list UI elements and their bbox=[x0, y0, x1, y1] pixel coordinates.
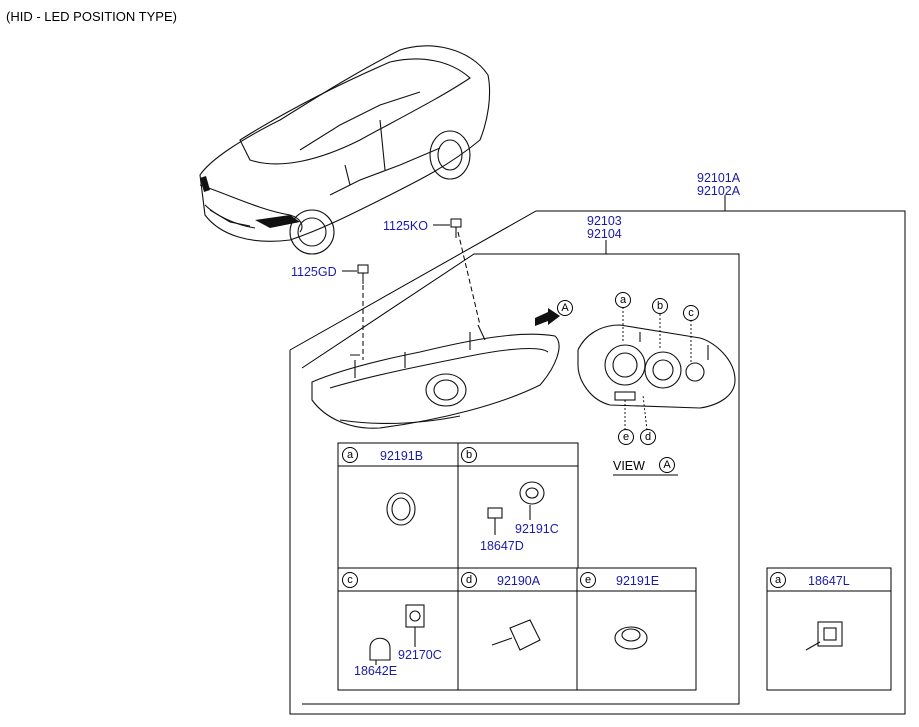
cell-c-part-18642e[interactable]: 18642E bbox=[354, 664, 398, 678]
view-label: VIEW bbox=[613, 459, 645, 473]
cell-a-letter: a bbox=[342, 447, 358, 463]
headlamp-front bbox=[311, 324, 560, 429]
rear-callout-b: b bbox=[652, 298, 668, 314]
cell-b-letter: b bbox=[461, 447, 477, 463]
extra-cell-letter: a bbox=[770, 572, 786, 588]
rear-callout-c: c bbox=[683, 305, 699, 321]
cell-c-part-92170c[interactable]: 92170C bbox=[398, 648, 442, 662]
part-92101a[interactable]: 92101A bbox=[697, 171, 741, 185]
cell-b-parts bbox=[487, 481, 545, 535]
cell-a-part[interactable]: 92191B bbox=[380, 449, 424, 463]
diagram-title: (HID - LED POSITION TYPE) bbox=[6, 9, 177, 24]
bolt-1125ko bbox=[450, 218, 462, 238]
inner-housing-frame bbox=[301, 253, 740, 705]
view-arrow-label: A bbox=[557, 300, 573, 316]
part-1125gd[interactable]: 1125GD bbox=[291, 265, 337, 279]
bolt-1125gd bbox=[357, 264, 369, 284]
cell-c-letter: c bbox=[342, 572, 358, 588]
cell-d-part[interactable]: 92190A bbox=[497, 574, 541, 588]
outer-assembly-frame bbox=[289, 210, 906, 715]
bolt-dash-1 bbox=[457, 231, 481, 326]
headlamp-rear bbox=[577, 324, 736, 409]
extra-cell-bulb bbox=[805, 621, 843, 651]
cell-a-cap bbox=[386, 492, 416, 526]
cell-c-parts bbox=[369, 604, 425, 665]
part-92103[interactable]: 92103 bbox=[587, 214, 622, 228]
part-1125ko[interactable]: 1125KO bbox=[383, 219, 428, 233]
rear-callout-a: a bbox=[615, 292, 631, 308]
cell-e-letter: e bbox=[580, 572, 596, 588]
part-92102a[interactable]: 92102A bbox=[697, 184, 741, 198]
cell-e-cap bbox=[614, 626, 648, 650]
cell-d-letter: d bbox=[461, 572, 477, 588]
view-arrow bbox=[535, 308, 560, 326]
cell-b-part-92191c[interactable]: 92191C bbox=[515, 522, 559, 536]
cell-e-part[interactable]: 92191E bbox=[616, 574, 660, 588]
view-letter: A bbox=[659, 457, 675, 473]
car-headlight-highlight bbox=[200, 176, 300, 228]
extra-cell-part[interactable]: 18647L bbox=[808, 574, 850, 588]
rear-callout-e: e bbox=[618, 429, 634, 445]
parts-table-grid bbox=[337, 442, 892, 691]
cell-d-actuator bbox=[491, 619, 541, 651]
rear-leader-d bbox=[642, 394, 648, 431]
part-92104[interactable]: 92104 bbox=[587, 227, 622, 241]
car-illustration bbox=[199, 45, 491, 255]
rear-callout-d: d bbox=[640, 429, 656, 445]
cell-b-part-18647d[interactable]: 18647D bbox=[480, 539, 524, 553]
